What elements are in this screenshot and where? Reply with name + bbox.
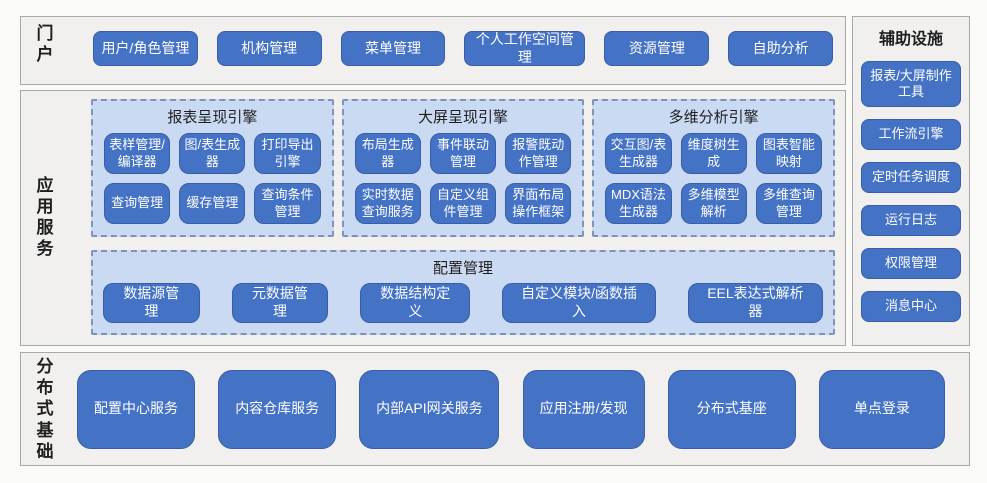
custom-component-mgmt-button[interactable]: 自定义组件管理 xyxy=(429,183,497,224)
realtime-data-query-service-button[interactable]: 实时数据查询服务 xyxy=(354,183,421,224)
app-register-discovery-button[interactable]: 应用注册/发现 xyxy=(522,369,645,449)
config-mgmt-title: 配置管理 xyxy=(432,260,493,277)
self-service-analysis-button[interactable]: 自助分析 xyxy=(728,31,834,66)
olap-analysis-engine-group: 多维分析引擎 交互图/表生成器 维度树生成 图表智能映射 MDX语法生成器 多维… xyxy=(592,99,836,237)
permission-mgmt-button[interactable]: 权限管理 xyxy=(861,248,961,279)
config-mgmt-row: 数据源管理 元数据管理 数据结构定义 自定义模块/函数插入 EEL表达式解析器 xyxy=(93,282,833,333)
olap-analysis-engine-grid: 交互图/表生成器 维度树生成 图表智能映射 MDX语法生成器 多维模型解析 多维… xyxy=(594,131,833,235)
content-repo-service-button[interactable]: 内容仓库服务 xyxy=(218,369,337,449)
application-services-label: 应用服务 xyxy=(36,175,54,259)
chart-smart-mapping-button[interactable]: 图表智能映射 xyxy=(755,133,823,174)
internal-api-gateway-service-button[interactable]: 内部API网关服务 xyxy=(359,369,500,449)
single-sign-on-button[interactable]: 单点登录 xyxy=(818,369,945,449)
report-render-engine-title: 报表呈现引擎 xyxy=(167,109,258,126)
application-services-section: 应用服务 报表呈现引擎 表样管理/编译器 图/表生成器 打印导出引擎 查询管理 … xyxy=(20,90,846,346)
menu-mgmt-button[interactable]: 菜单管理 xyxy=(340,31,446,66)
bigscreen-render-engine-group: 大屏呈现引擎 布局生成器 事件联动管理 报警既动作管理 实时数据查询服务 自定义… xyxy=(341,99,585,237)
org-mgmt-button[interactable]: 机构管理 xyxy=(216,31,322,66)
dimension-tree-generator-button[interactable]: 维度树生成 xyxy=(680,133,747,174)
personal-workspace-mgmt-button[interactable]: 个人工作空间管理 xyxy=(464,31,586,66)
olap-analysis-engine-title: 多维分析引擎 xyxy=(668,109,759,126)
auxiliary-facilities-label: 辅助设施 xyxy=(878,31,943,48)
style-mgmt-compiler-button[interactable]: 表样管理/编译器 xyxy=(104,133,171,174)
bigscreen-render-engine-grid: 布局生成器 事件联动管理 报警既动作管理 实时数据查询服务 自定义组件管理 界面… xyxy=(344,131,583,235)
message-center-button[interactable]: 消息中心 xyxy=(861,291,961,322)
report-render-engine-group: 报表呈现引擎 表样管理/编译器 图/表生成器 打印导出引擎 查询管理 缓存管理 … xyxy=(91,99,334,237)
auxiliary-facilities-section: 辅助设施 报表/大屏制作工具 工作流引擎 定时任务调度 运行日志 权限管理 消息… xyxy=(852,16,970,346)
interactive-chart-generator-button[interactable]: 交互图/表生成器 xyxy=(605,133,672,174)
layout-generator-button[interactable]: 布局生成器 xyxy=(354,133,421,174)
query-mgmt-button[interactable]: 查询管理 xyxy=(104,183,171,224)
user-role-mgmt-button[interactable]: 用户/角色管理 xyxy=(93,31,198,66)
alarm-action-mgmt-button[interactable]: 报警既动作管理 xyxy=(505,133,572,174)
report-render-engine-grid: 表样管理/编译器 图/表生成器 打印导出引擎 查询管理 缓存管理 查询条件管理 xyxy=(93,131,332,235)
data-structure-definition-button[interactable]: 数据结构定义 xyxy=(360,282,471,323)
application-services-content: 报表呈现引擎 表样管理/编译器 图/表生成器 打印导出引擎 查询管理 缓存管理 … xyxy=(91,99,836,335)
auxiliary-button-column: 报表/大屏制作工具 工作流引擎 定时任务调度 运行日志 权限管理 消息中心 xyxy=(861,61,961,322)
multidim-query-mgmt-button[interactable]: 多维查询管理 xyxy=(755,183,823,224)
event-linkage-mgmt-button[interactable]: 事件联动管理 xyxy=(429,133,497,174)
portal-label: 门户 xyxy=(36,24,54,65)
ui-layout-framework-button[interactable]: 界面布局操作框架 xyxy=(505,183,572,224)
config-center-service-button[interactable]: 配置中心服务 xyxy=(77,369,195,449)
engine-row: 报表呈现引擎 表样管理/编译器 图/表生成器 打印导出引擎 查询管理 缓存管理 … xyxy=(91,99,836,237)
portal-section: 门户 用户/角色管理 机构管理 菜单管理 个人工作空间管理 资源管理 自助分析 xyxy=(20,16,846,85)
distributed-foundation-section: 分布式基础 配置中心服务 内容仓库服务 内部API网关服务 应用注册/发现 分布… xyxy=(20,352,970,466)
multidim-model-parser-button[interactable]: 多维模型解析 xyxy=(680,183,747,224)
query-condition-mgmt-button[interactable]: 查询条件管理 xyxy=(254,183,321,224)
print-export-engine-button[interactable]: 打印导出引擎 xyxy=(254,133,321,174)
metadata-mgmt-button[interactable]: 元数据管理 xyxy=(231,282,329,323)
datasource-mgmt-button[interactable]: 数据源管理 xyxy=(103,282,200,323)
portal-button-row: 用户/角色管理 机构管理 菜单管理 个人工作空间管理 资源管理 自助分析 xyxy=(93,31,834,66)
distributed-button-row: 配置中心服务 内容仓库服务 内部API网关服务 应用注册/发现 分布式基座 单点… xyxy=(77,369,945,449)
config-mgmt-group: 配置管理 数据源管理 元数据管理 数据结构定义 自定义模块/函数插入 EEL表达… xyxy=(91,250,835,335)
distributed-base-button[interactable]: 分布式基座 xyxy=(667,369,796,449)
custom-module-function-insert-button[interactable]: 自定义模块/函数插入 xyxy=(502,282,656,323)
cache-mgmt-button[interactable]: 缓存管理 xyxy=(179,183,246,224)
distributed-foundation-label: 分布式基础 xyxy=(36,356,54,461)
scheduled-task-scheduler-button[interactable]: 定时任务调度 xyxy=(861,162,961,193)
resource-mgmt-button[interactable]: 资源管理 xyxy=(604,31,710,66)
workflow-engine-button[interactable]: 工作流引擎 xyxy=(861,119,961,150)
mdx-syntax-generator-button[interactable]: MDX语法生成器 xyxy=(605,183,672,224)
bigscreen-render-engine-title: 大屏呈现引擎 xyxy=(418,109,509,126)
run-log-button[interactable]: 运行日志 xyxy=(861,205,961,236)
report-screen-maker-tool-button[interactable]: 报表/大屏制作工具 xyxy=(861,61,961,107)
eel-expression-parser-button[interactable]: EEL表达式解析器 xyxy=(687,282,823,323)
chart-table-generator-button[interactable]: 图/表生成器 xyxy=(179,133,246,174)
